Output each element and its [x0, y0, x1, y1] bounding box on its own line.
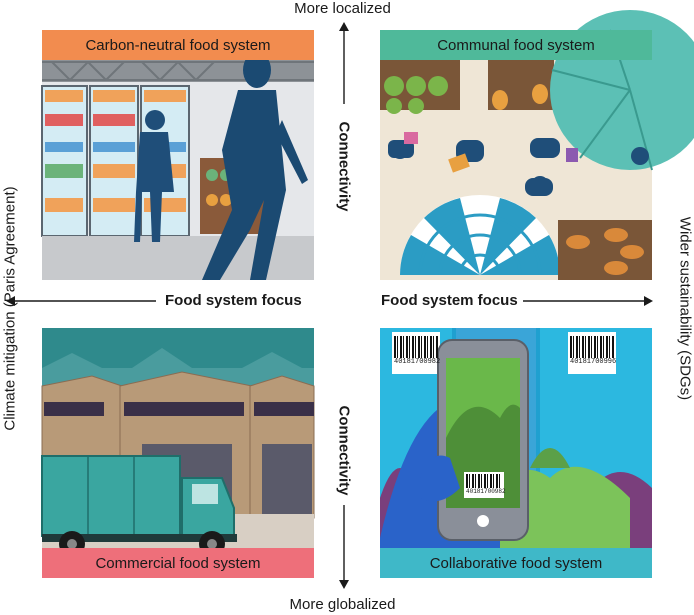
label-commercial: Commercial food system — [42, 548, 314, 578]
barcode-phone: 40181700982 — [466, 474, 506, 496]
barcode-right: 40181700996 — [570, 336, 617, 367]
down-arrow-icon — [339, 505, 349, 589]
label-carbon-neutral: Carbon-neutral food system — [42, 30, 314, 60]
right-arrow-icon — [523, 296, 653, 306]
up-arrow-icon — [339, 22, 349, 104]
axis-left-label: Climate mitigation (Paris Agreement) — [1, 186, 19, 431]
label-collaborative: Collaborative food system — [380, 548, 652, 578]
axis-top-label: More localized — [294, 0, 391, 17]
barcode-left: 40181700982 — [394, 336, 441, 367]
left-arrow-icon — [6, 296, 156, 306]
axis-right-label: Wider sustainability (SDGs) — [676, 216, 694, 401]
focus-right-label: Food system focus — [381, 292, 518, 309]
label-communal: Communal food system — [380, 30, 652, 60]
quadrant-carbon-neutral: Carbon-neutral food system — [41, 30, 314, 280]
market-illustration — [380, 10, 694, 280]
barcode-phone-number: 40181700982 — [466, 488, 506, 495]
barcode-right-number: 40181700996 — [570, 358, 617, 366]
quadrant-commercial: Commercial food system — [41, 328, 315, 578]
warehouse-illustration — [41, 328, 315, 578]
quadrant-communal: Communal food system — [380, 10, 694, 280]
barcode-left-number: 40181700982 — [394, 358, 441, 366]
axis-bottom-label: More globalized — [289, 596, 396, 613]
focus-left-label: Food system focus — [165, 292, 302, 309]
supermarket-illustration — [41, 30, 314, 280]
connectivity-upper-label: Connectivity — [335, 121, 353, 212]
connectivity-lower-label: Connectivity — [335, 405, 353, 496]
barcode-phone-illustration — [380, 328, 652, 578]
quadrant-collaborative: 40181700982 40181700996 40181700982 Coll… — [380, 328, 652, 578]
